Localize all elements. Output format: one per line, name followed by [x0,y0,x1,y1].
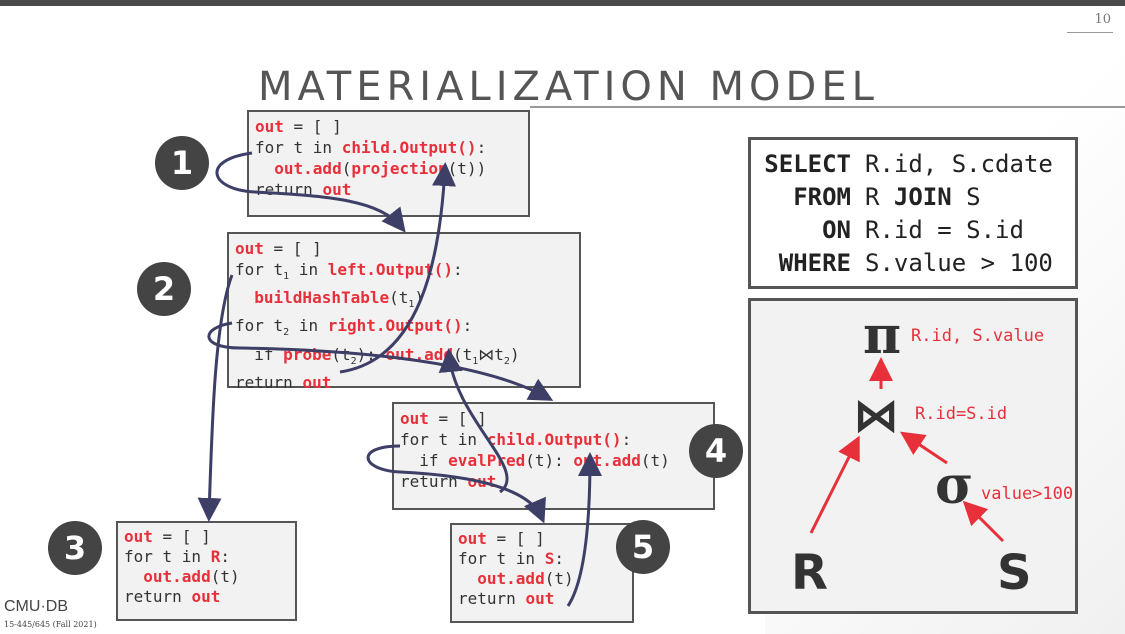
step-badge-2: 2 [137,262,191,316]
query-plan-tree: π R.id, S.value ⋈ R.id=S.id σ value>100 … [748,298,1078,614]
title-underline [530,106,1125,108]
operator-2-join-code: out = [ ] for t1 in left.Output(): build… [227,232,581,392]
course-label: 15-445/645 (Fall 2021) [4,620,97,629]
edge-r-to-join [809,435,860,534]
selection-symbol: σ [935,455,973,516]
step-badge-4: 4 [689,424,743,478]
cmu-db-logo: CMU·DB [4,598,68,615]
operator-4-filter-code: out = [ ] for t in child.Output(): if ev… [392,402,715,510]
projection-symbol: π [863,305,901,366]
slide-title: MATERIALIZATION MODEL [258,64,879,110]
projection-label: R.id, S.value [911,326,1044,346]
sql-row-from: FROM R JOIN S [793,183,981,211]
join-symbol: ⋈ [853,388,899,442]
leaf-r: R [791,545,828,601]
step-badge-3: 3 [48,521,102,575]
page-number: 10 [1094,12,1111,27]
selection-label: value>100 [981,484,1073,504]
edge-s-to-selection [962,500,1005,543]
step-badge-1: 1 [155,136,209,190]
step-badge-5: 5 [616,520,670,574]
leaf-s: S [997,545,1032,601]
sql-row-on: ON R.id = S.id [822,216,1024,244]
sql-row-where: WHERE S.value > 100 [778,249,1053,277]
operator-1-projection-code: out = [ ] for t in child.Output(): out.a… [247,110,530,217]
top-bar [0,0,1125,6]
sql-row-select: SELECT R.id, S.cdate [764,150,1053,178]
page-number-rule [1067,32,1113,33]
sql-query-box: SELECT R.id, S.cdate FROM R JOIN S ON R.… [748,137,1078,289]
operator-5-scan-s-code: out = [ ] for t in S: out.add(t) return … [450,523,634,623]
join-label: R.id=S.id [915,404,1007,424]
operator-3-scan-r-code: out = [ ] for t in R: out.add(t) return … [116,521,297,621]
edge-selection-to-join [900,431,948,465]
